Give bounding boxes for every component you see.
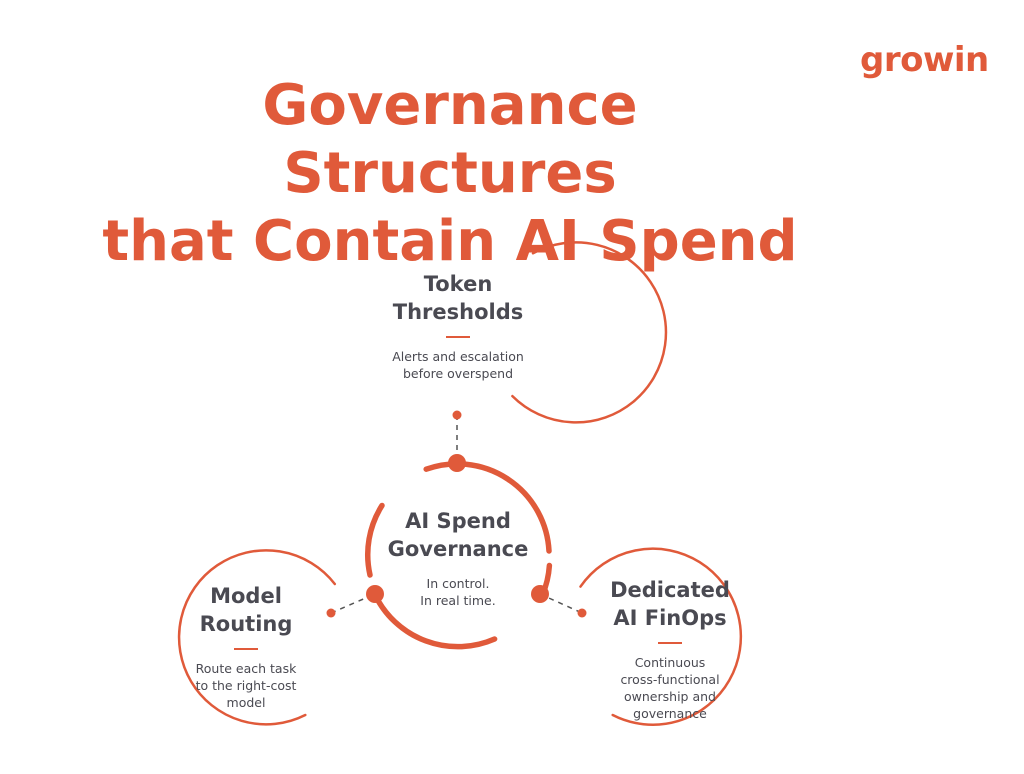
node-desc-line: Continuous	[634, 655, 706, 670]
node-desc-line: model	[226, 695, 266, 710]
center-ring-arc-4	[364, 502, 385, 578]
node-desc-line: before overspend	[402, 366, 514, 381]
center-title-line-1: AI Spend	[405, 509, 511, 533]
node-model-routing: Model Routing Route each task to the rig…	[166, 582, 326, 711]
node-desc-line: Route each task	[195, 661, 297, 676]
node-divider	[446, 336, 470, 338]
model-routing-dot	[326, 608, 336, 618]
center-desc-line-2: In real time.	[420, 593, 496, 608]
node-title-line-1: Dedicated	[610, 578, 730, 602]
center-ring-arc-3	[372, 592, 498, 650]
node-desc-line: Alerts and escalation	[392, 349, 524, 364]
node-title-line-2: AI FinOps	[613, 606, 727, 630]
center-desc-line-1: In control.	[426, 576, 490, 591]
center-title-line-2: Governance	[387, 537, 529, 561]
node-desc-line: governance	[633, 706, 707, 721]
title-line-2: that Contain AI Spend	[102, 209, 798, 274]
page-title: Governance Structures that Contain AI Sp…	[90, 72, 810, 276]
center-dot-left	[366, 585, 384, 603]
node-desc-line: ownership and	[624, 689, 716, 704]
node-desc-line: to the right-cost	[195, 678, 297, 693]
connector-left	[330, 593, 376, 614]
dedicated-finops-dot	[577, 608, 587, 618]
token-thresholds-ring	[511, 241, 668, 424]
node-title-line-2: Thresholds	[392, 300, 524, 324]
center-dot-right	[531, 585, 549, 603]
node-divider	[658, 642, 682, 644]
node-ai-spend-governance: AI Spend Governance In control. In real …	[378, 507, 538, 609]
center-dot-top	[448, 454, 466, 472]
growin-logo: growin	[860, 40, 989, 80]
token-thresholds-dot	[452, 410, 462, 420]
node-desc-line: cross-functional	[620, 672, 720, 687]
node-title-line-1: Model	[210, 584, 282, 608]
node-divider	[234, 648, 258, 650]
node-title-line-2: Routing	[199, 612, 293, 636]
node-dedicated-ai-finops: Dedicated AI FinOps Continuous cross-fun…	[590, 576, 750, 722]
node-token-thresholds: Token Thresholds Alerts and escalation b…	[377, 270, 539, 382]
node-title-line-1: Token	[423, 272, 493, 296]
model-routing-ring	[177, 549, 337, 726]
dedicated-finops-ring	[579, 547, 743, 726]
connector-right	[539, 593, 583, 614]
title-line-1: Governance Structures	[262, 73, 638, 206]
